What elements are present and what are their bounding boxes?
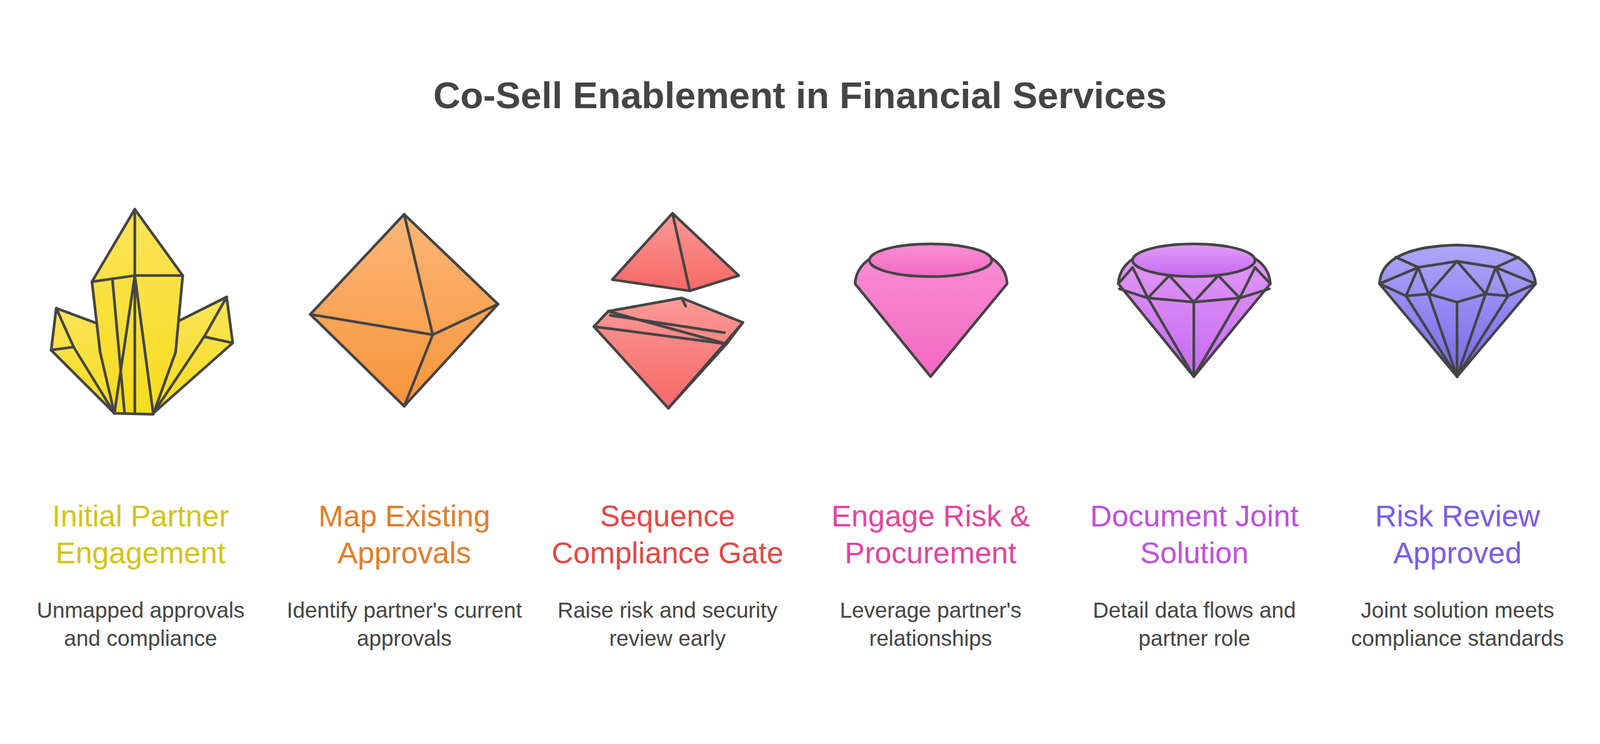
- split-gem-icon: [593, 213, 743, 409]
- step-heading: Engage Risk & Procurement: [799, 497, 1062, 572]
- step-description: Unmapped approvals and compliance: [21, 595, 260, 652]
- step-node: Engage Risk & ProcurementLeverage partne…: [799, 462, 1062, 652]
- step-node: Sequence Compliance GateRaise risk and s…: [536, 462, 799, 652]
- step-node: Initial Partner EngagementUnmapped appro…: [9, 462, 272, 652]
- step-description: Raise risk and security review early: [548, 595, 787, 652]
- step-description: Identify partner's current approvals: [285, 595, 524, 652]
- step-heading: Risk Review Approved: [1326, 497, 1589, 572]
- step-node: Map Existing ApprovalsIdentify partner's…: [273, 462, 536, 652]
- step-heading: Sequence Compliance Gate: [536, 497, 799, 572]
- diagram-title: Co-Sell Enablement in Financial Services: [0, 73, 1600, 117]
- step-node: Risk Review ApprovedJoint solution meets…: [1326, 462, 1589, 652]
- step-description: Leverage partner's relationships: [811, 595, 1050, 652]
- brilliant-diamond-icon: [1379, 245, 1536, 377]
- faceted-diamond-icon: [1118, 243, 1270, 377]
- step-node: Document Joint SolutionDetail data flows…: [1063, 462, 1326, 652]
- step-heading: Initial Partner Engagement: [9, 497, 272, 572]
- step-description: Detail data flows and partner role: [1075, 595, 1314, 652]
- diamond-icon: [855, 243, 1007, 377]
- step-heading: Map Existing Approvals: [273, 497, 536, 572]
- octahedron-icon: [310, 214, 498, 407]
- crystal-cluster-icon: [51, 209, 234, 415]
- step-heading: Document Joint Solution: [1063, 497, 1326, 572]
- step-description: Joint solution meets compliance standard…: [1338, 595, 1577, 652]
